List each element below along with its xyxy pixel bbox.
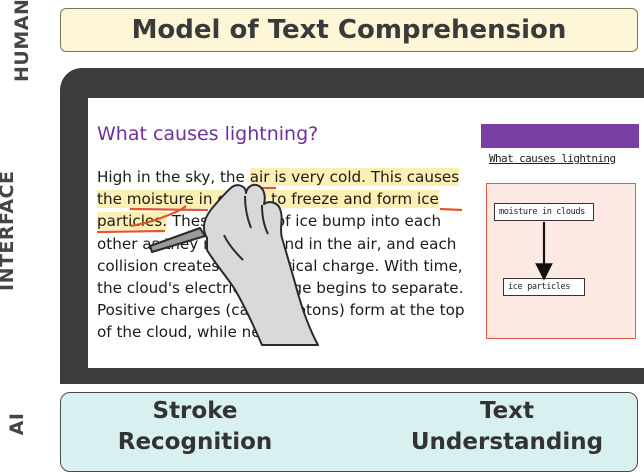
ai-label-word: Understanding (410, 429, 604, 455)
ink-underline-moisture (129, 207, 209, 212)
ink-connector-stroke (130, 205, 187, 228)
ai-label-word: Recognition (117, 429, 273, 455)
ai-layer-box (60, 392, 638, 472)
ai-label-word: Stroke (152, 398, 238, 424)
side-panel-header (481, 124, 639, 148)
stylus-hand-icon (149, 183, 319, 346)
ink-underline-ice (439, 207, 463, 212)
title-text: Model of Text Comprehension (131, 15, 567, 45)
document-heading: What causes lightning? (97, 123, 319, 145)
side-panel-title: What causes lightning (489, 152, 616, 165)
ink-underline-particles (96, 229, 166, 234)
ai-label-word: Text (479, 398, 535, 424)
concept-node[interactable]: moisture in clouds (494, 203, 594, 221)
title-box: Model of Text Comprehension (60, 8, 638, 52)
body-text-start: High in the sky, the (97, 168, 250, 186)
